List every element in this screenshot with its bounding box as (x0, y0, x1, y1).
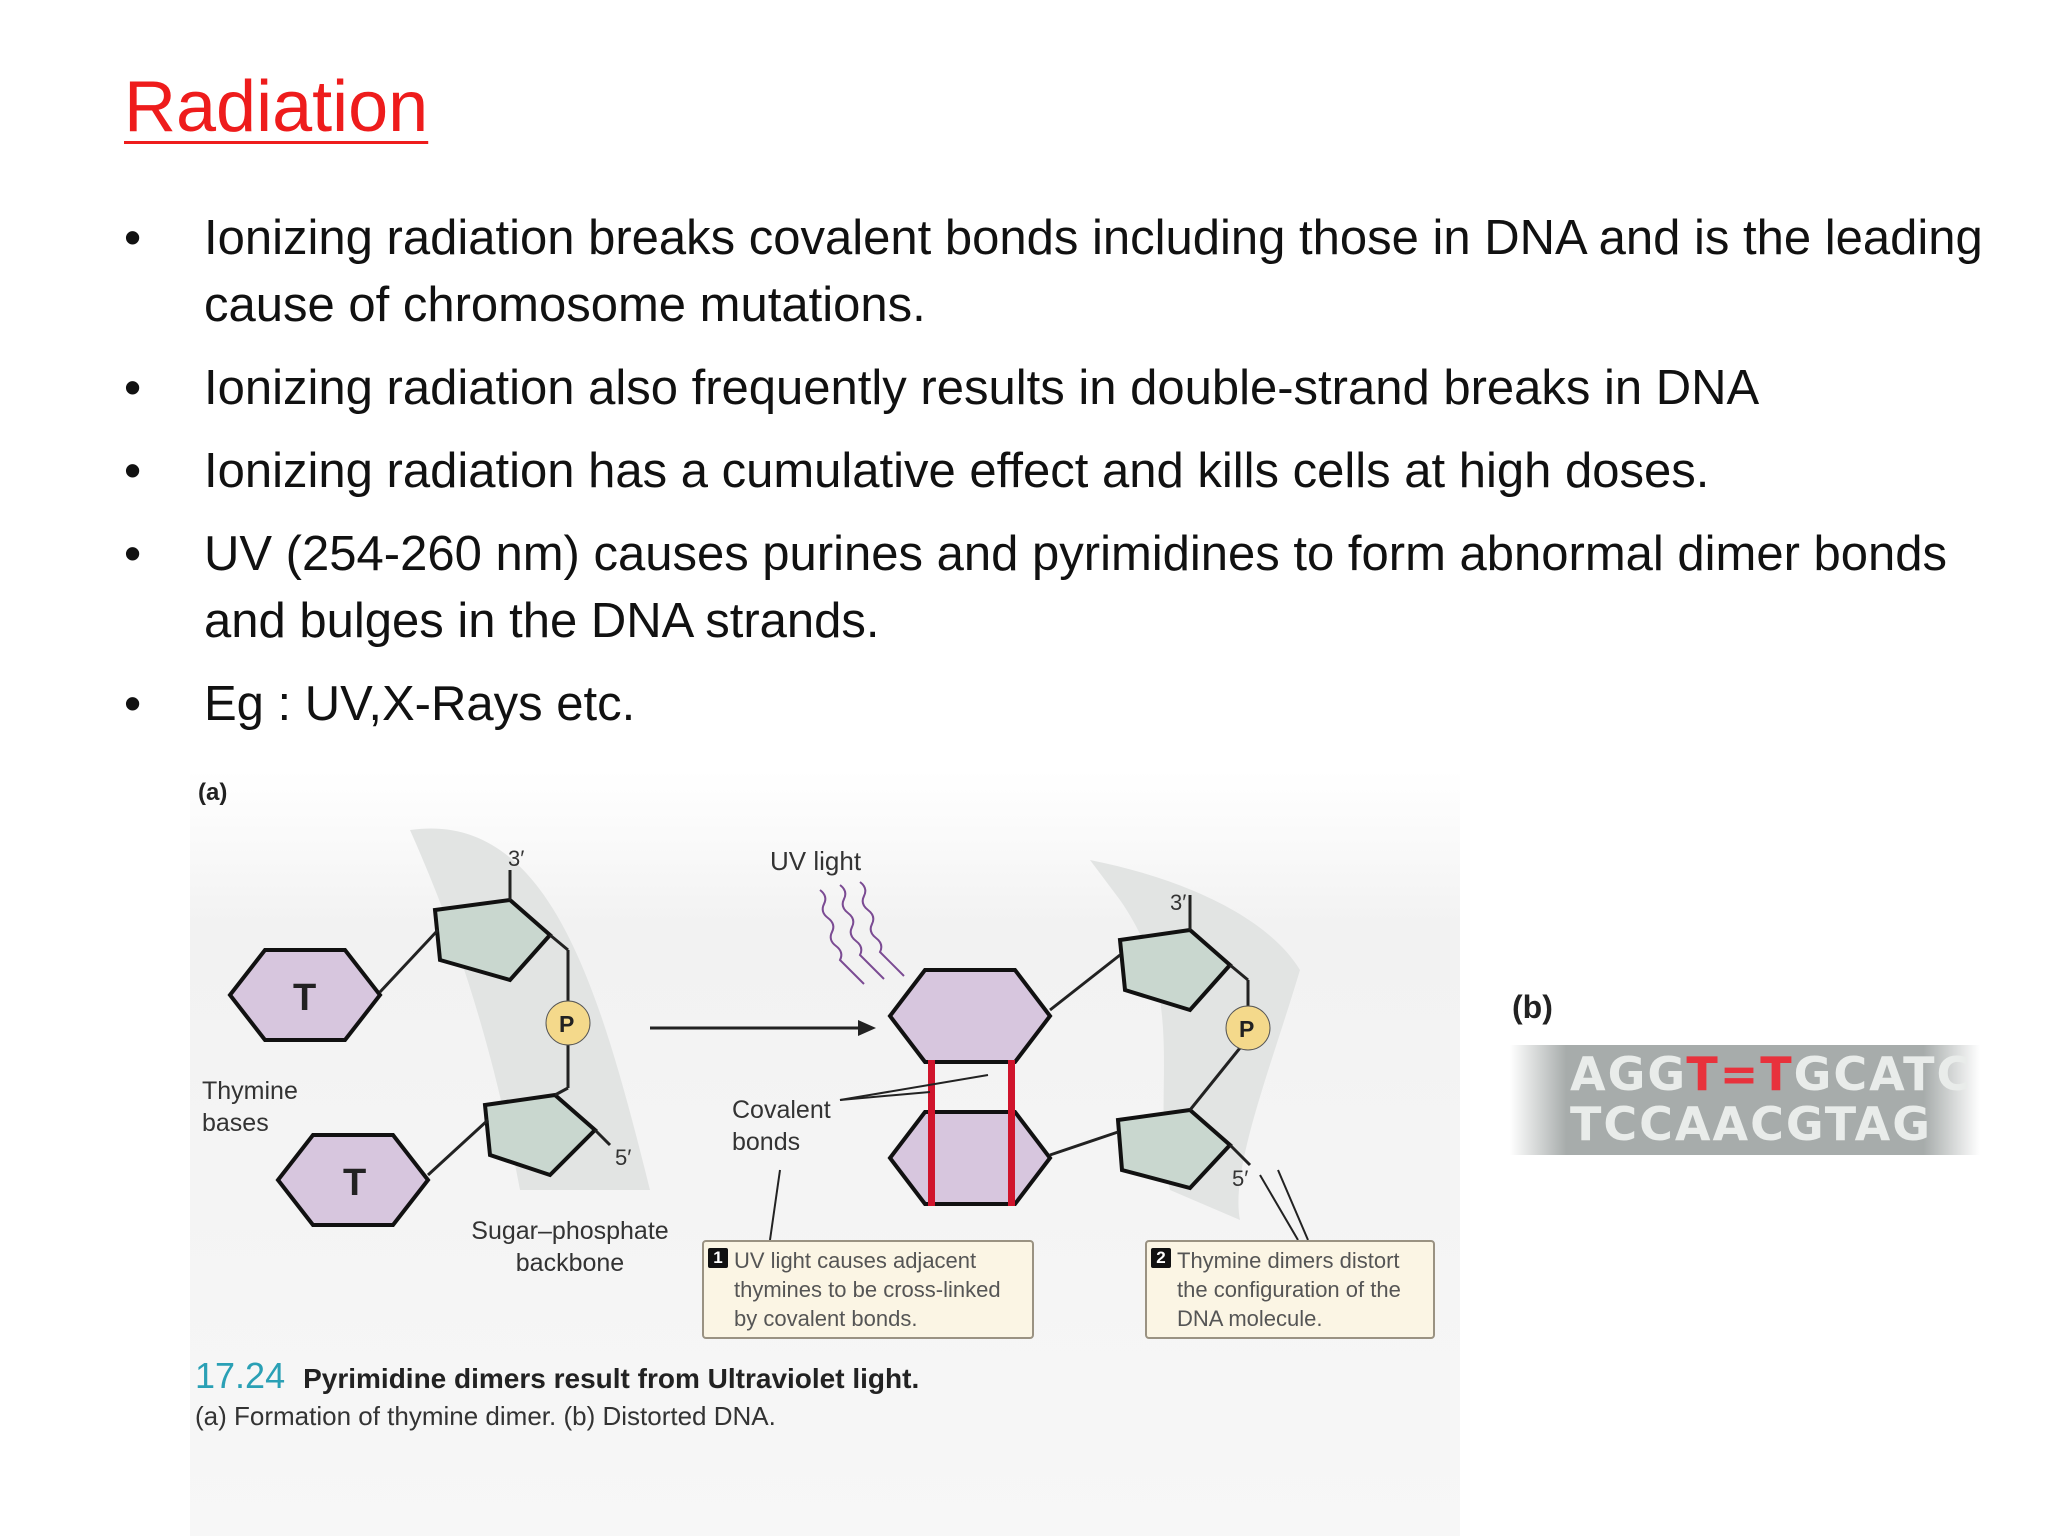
bond-line (1188, 1037, 1250, 1111)
uv-wave (819, 889, 865, 985)
uv-light-label: UV light (770, 846, 862, 876)
prime-5-label-right: 5′ (1232, 1166, 1248, 1191)
bond-line (554, 1086, 569, 1097)
base-letter: T (293, 977, 316, 1019)
bond-line (1049, 953, 1121, 1012)
panel-b-label: (b) (1512, 989, 1553, 1025)
step2-number: 2 (1151, 1248, 1171, 1268)
sequence-top-left: AGG (1570, 1047, 1687, 1101)
sequence-top-right: GCATC (1793, 1047, 1973, 1101)
sugar-left-bottom (482, 1092, 598, 1178)
caption-title: Pyrimidine dimers result from Ultraviole… (303, 1363, 920, 1394)
backbone-band-right (1090, 860, 1300, 1220)
panel-a-label: (a) (198, 779, 227, 806)
thymine-base-left-top (227, 948, 383, 1042)
dimer-diagram: (a) T T P 3′ 5′ UV light (190, 770, 1553, 1536)
sequence-top-strand: AGGT=TGCATC (1570, 1047, 1972, 1101)
bond-line (378, 928, 440, 994)
bond-line (549, 933, 569, 952)
thymine-base-left-bottom (275, 1133, 431, 1227)
bond-line (1228, 1143, 1252, 1167)
step2-text: Thymine dimers distort the configuration… (1177, 1248, 1401, 1331)
base-letter: T (343, 1162, 366, 1204)
dimer-base-bottom (887, 1110, 1053, 1206)
sugar-backbone-label: Sugar–phosphate backbone (471, 1217, 669, 1277)
bullet-list: Ionizing radiation breaks covalent bonds… (124, 205, 1984, 754)
thymine-dimer-figure: (a) T T P 3′ 5′ UV light (190, 770, 2000, 1536)
prime-3-label-left: 3′ (508, 846, 524, 871)
phosphate-label: P (1239, 1016, 1254, 1042)
sugar-right-top (1117, 927, 1233, 1013)
step1-text: UV light causes adjacent thymines to be … (734, 1248, 1001, 1331)
arrow-head (858, 1020, 876, 1036)
bond-line (1229, 963, 1249, 982)
step2-pointer (1277, 1169, 1309, 1241)
sequence-bottom-strand: TCCAACGTAG (1570, 1097, 1932, 1151)
step1-pointer (769, 1169, 781, 1241)
step2-box: 2 Thymine dimers distort the configurati… (1145, 1240, 1435, 1339)
dimer-base-top (887, 968, 1053, 1064)
step1-box: 1 UV light causes adjacent thymines to b… (702, 1240, 1034, 1339)
slide-title: Radiation (124, 67, 429, 147)
uv-wave (839, 884, 885, 980)
covalent-bonds-label: Covalent bonds (732, 1096, 831, 1156)
sugar-left-top (432, 897, 553, 983)
prime-3-label-right: 3′ (1170, 890, 1186, 915)
bullet-item: Ionizing radiation has a cumulative effe… (124, 438, 1984, 505)
distorted-dna-sequence: AGGT=TGCATC TCCAACGTAG (1510, 1045, 1980, 1155)
figure-caption: 17.24 Pyrimidine dimers result from Ultra… (195, 1355, 919, 1432)
thymine-bases-label: Thymine bases (202, 1077, 298, 1137)
bond-line (426, 1118, 490, 1177)
caption-number: 17.24 (195, 1355, 286, 1396)
step2-pointer (1259, 1174, 1299, 1241)
step1-number: 1 (708, 1248, 728, 1268)
caption-subtext: (a) Formation of thymine dimer. (b) Dist… (195, 1401, 776, 1431)
bullet-item: UV (254-260 nm) causes purines and pyrim… (124, 521, 1984, 655)
phosphate-label: P (559, 1011, 574, 1037)
crosslink-right (1008, 1060, 1015, 1206)
bullet-item: Eg : UV,X-Rays etc. (124, 671, 1984, 738)
covalent-pointer (839, 1091, 931, 1101)
bond-line (1049, 1130, 1119, 1157)
bullet-item: Ionizing radiation also frequently resul… (124, 355, 1984, 422)
bullet-item: Ionizing radiation breaks covalent bonds… (124, 205, 1984, 339)
covalent-pointer (839, 1074, 989, 1101)
crosslink-left (928, 1060, 935, 1206)
bond-line (593, 1128, 612, 1147)
prime-5-label-left: 5′ (615, 1145, 631, 1170)
phosphate-right (1225, 1005, 1271, 1051)
sugar-right-bottom (1115, 1107, 1233, 1191)
thymine-dimer-mark: T=T (1686, 1047, 1794, 1101)
uv-wave (859, 881, 905, 977)
phosphate-left (545, 1000, 591, 1046)
